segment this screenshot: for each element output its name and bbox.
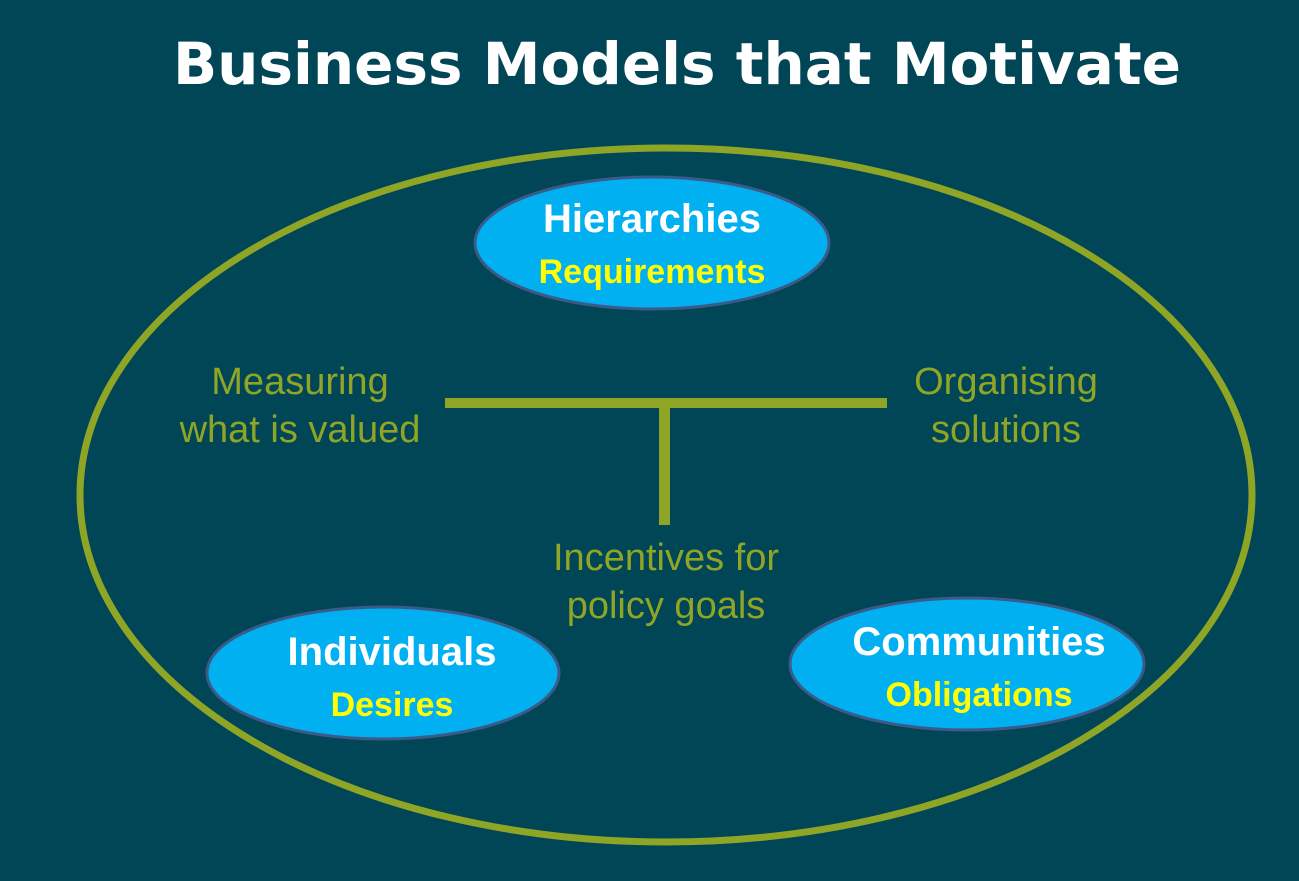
label-left-line1: Measuring xyxy=(211,361,388,403)
node-individuals: Individuals Desires xyxy=(205,605,561,741)
node-subheading: Desires xyxy=(331,686,454,724)
node-ellipse xyxy=(205,605,561,741)
label-right-line2: solutions xyxy=(931,409,1081,451)
node-hierarchies: Hierarchies Requirements xyxy=(473,175,831,311)
label-right-line1: Organising xyxy=(914,361,1098,403)
t-bar-vertical xyxy=(659,403,670,525)
node-heading: Individuals xyxy=(288,630,497,674)
label-left-line2: what is valued xyxy=(179,409,421,451)
node-ellipse xyxy=(473,175,831,311)
outer-ellipse xyxy=(76,144,1256,846)
slide-title: Business Models that Motivate xyxy=(173,30,1181,98)
node-ellipse xyxy=(788,596,1146,732)
node-heading: Hierarchies xyxy=(543,197,761,241)
node-subheading: Requirements xyxy=(539,253,766,291)
node-subheading: Obligations xyxy=(886,676,1073,714)
node-heading: Communities xyxy=(852,620,1105,664)
node-communities: Communities Obligations xyxy=(788,596,1146,732)
label-bottom-line2: policy goals xyxy=(567,585,766,627)
label-bottom-line1: Incentives for xyxy=(553,537,779,579)
